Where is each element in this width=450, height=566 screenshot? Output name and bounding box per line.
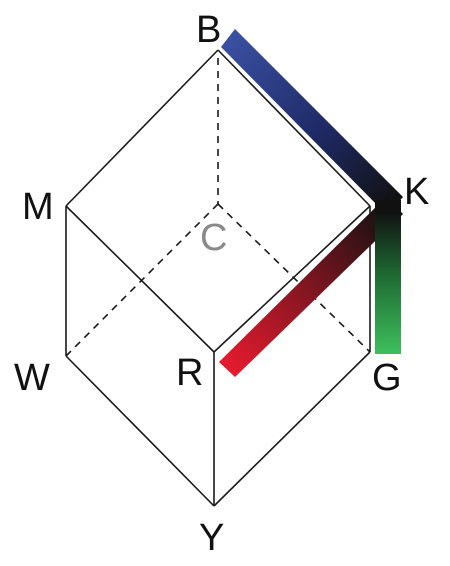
edge-c-g: [217, 203, 371, 353]
vertex-label-g: G: [372, 357, 402, 399]
black-green-bar: [375, 200, 401, 354]
blue-black-bar: [221, 29, 403, 215]
hidden-edges: [65, 58, 371, 357]
vertex-labels: B M C K W R G Y: [14, 9, 429, 559]
edge-k-r: [213, 205, 371, 353]
edge-m-r: [65, 205, 215, 353]
vertex-label-c: C: [200, 217, 227, 259]
edge-g-y: [213, 351, 371, 507]
color-gradient-bars: [219, 29, 403, 377]
red-black-bar: [219, 196, 403, 377]
vertex-label-m: M: [22, 186, 54, 228]
edge-w-y: [65, 355, 215, 507]
vertex-label-r: R: [176, 352, 203, 394]
vertex-label-w: W: [14, 357, 50, 399]
vertex-label-y: Y: [199, 517, 224, 559]
vertex-label-k: K: [404, 171, 429, 213]
edge-b-m: [65, 49, 219, 207]
vertex-label-b: B: [196, 9, 221, 51]
edge-b-k: [217, 49, 371, 207]
edge-c-w: [65, 203, 219, 357]
